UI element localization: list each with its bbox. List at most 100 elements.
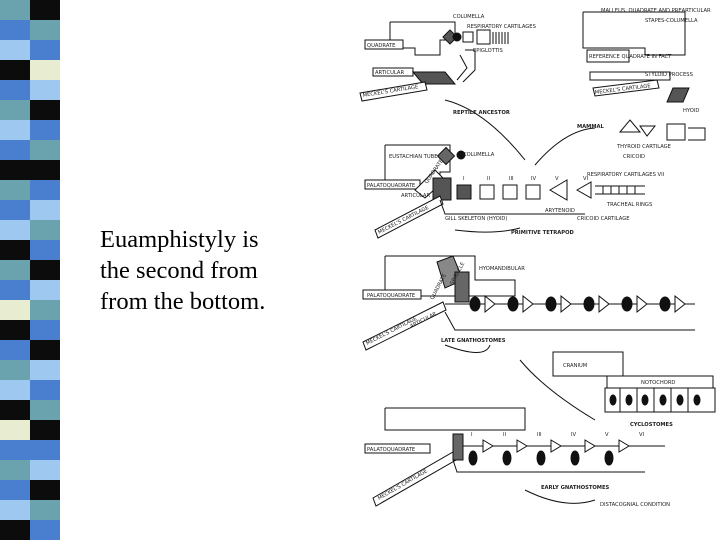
stripe-square: [30, 120, 60, 140]
stripe-square: [0, 480, 30, 500]
stripe-square: [30, 0, 60, 20]
label-thyroid: THYROID CARTILAGE: [616, 144, 671, 150]
stripe-square: [30, 340, 60, 360]
stripe-square: [0, 60, 30, 80]
stripe-square: [0, 380, 30, 400]
arrow-early-to-condition: [524, 489, 596, 504]
label-arytenoid: ARYTENOID: [545, 208, 575, 214]
label-meckels-mid: MECKEL'S CARTILAGE: [377, 205, 430, 236]
stripe-square: [30, 20, 60, 40]
label-columella-mid: COLUMELLA: [463, 152, 495, 158]
top-labels: COLUMELLA RESPIRATORY CARTILAGES QUADRAT…: [362, 8, 711, 160]
label-cricoid-top: CRICOID: [623, 154, 645, 160]
label-respiratory-top: RESPIRATORY CARTILAGES: [467, 24, 536, 30]
reptile-ancestor-skull: [359, 21, 509, 102]
decorative-stripe: [0, 0, 60, 540]
label-early-gnathostomes: EARLY GNATHOSTOMES: [541, 485, 610, 491]
label-gill-skeleton: GILL SKELETON (HYOID): [445, 216, 507, 222]
caption: Euamphistyly is the second from from the…: [100, 224, 340, 317]
label-styloid: STYLOID PROCESS: [645, 72, 693, 78]
stripe-square: [30, 280, 60, 300]
label-mammal: MAMMAL: [577, 124, 605, 130]
cyclostome-gill-slits: [609, 394, 701, 406]
early-gnathostome-skull: [364, 407, 665, 507]
stripe-square: [30, 440, 60, 460]
primitive-tetrapod-skull: [364, 144, 645, 239]
label-reptile-ancestor: REPTILE ANCESTOR: [453, 110, 510, 116]
numeral-i-bottom: I: [471, 432, 473, 438]
label-epiglottis: EPIGLOTTIS: [473, 48, 503, 54]
mammal-skull: [582, 11, 706, 141]
label-palatoquadrate-mid: PALATOQUADRATE: [367, 183, 415, 189]
arrow-reptile-to-tetrapod: [444, 99, 526, 161]
stripe-square: [30, 180, 60, 200]
numeral-iii-bottom: III: [537, 432, 542, 438]
stripe-square: [30, 380, 60, 400]
label-primitive-tetrapod: PRIMITIVE TETRAPOD: [511, 230, 574, 236]
stripe-square: [0, 100, 30, 120]
stripe-square: [0, 120, 30, 140]
stripe-square: [0, 220, 30, 240]
stripe-square: [0, 320, 30, 340]
stripe-square: [0, 140, 30, 160]
jaw-evolution-diagram: COLUMELLA RESPIRATORY CARTILAGES QUADRAT…: [359, 8, 716, 508]
stripe-square: [0, 20, 30, 40]
numeral-v-bottom: V: [605, 432, 609, 438]
stripe-square: [30, 40, 60, 60]
stripe-square: [0, 160, 30, 180]
stripe-square: [0, 420, 30, 440]
label-cricoid-mid: CRICOID CARTILAGE: [577, 216, 630, 222]
early-gnathostome-gill-slits: [468, 450, 614, 466]
stripe-square: [0, 360, 30, 380]
label-meckels-bottom: MECKEL'S CARTILAGE: [377, 468, 429, 501]
label-malleus: MALLEUS, QUADRATE AND PREARTICULAR: [601, 8, 711, 14]
stripe-square: [30, 300, 60, 320]
label-agnathan-condition: DISTACOGNIAL CONDITION: [600, 502, 670, 508]
stripe-square: [0, 40, 30, 60]
caption-line-3: from the bottom.: [100, 288, 266, 315]
stripe-square: [0, 460, 30, 480]
stripe-square: [30, 200, 60, 220]
label-cyclostomes: CYCLOSTOMES: [630, 422, 673, 428]
stripe-square: [30, 460, 60, 480]
stripe-square: [0, 440, 30, 460]
numeral-i-mid: I: [463, 176, 465, 182]
label-columella-top: COLUMELLA: [453, 14, 485, 20]
stripe-square: [0, 200, 30, 220]
label-articular-mid: ARTICULAR: [401, 193, 430, 199]
arrow-to-primitive-tetrapod: [454, 227, 521, 233]
label-palatoquadrate-low: PALATOQUADRATE: [367, 293, 415, 299]
stripe-square: [30, 500, 60, 520]
stripe-square: [30, 60, 60, 80]
numeral-vi-mid: VI: [583, 176, 589, 182]
arrow-late-gnathostomes: [444, 344, 491, 353]
label-reference-quadrate: REFERENCE QUADRATE IN FACT: [589, 54, 672, 60]
arrow-cyclostome-to-gnathostome: [519, 359, 596, 421]
stripe-square: [0, 340, 30, 360]
stripe-square: [30, 480, 60, 500]
late-gnathostome-skull: [362, 255, 695, 351]
label-hyomandibular: HYOMANDIBULAR: [479, 266, 525, 272]
label-articular-top: ARTICULAR: [375, 70, 404, 76]
label-meckels-low: MECKEL'S CARTILAGE: [365, 316, 418, 347]
caption-line-1: Euamphistyly is: [100, 226, 259, 253]
numeral-vi-bottom: VI: [639, 432, 645, 438]
numeral-ii-mid: II: [487, 176, 491, 182]
stripe-square: [30, 400, 60, 420]
label-hyoid: HYOID: [683, 108, 699, 114]
numeral-v-mid: V: [555, 176, 559, 182]
stripe-square: [30, 160, 60, 180]
stripe-square: [30, 260, 60, 280]
numeral-iii-mid: III: [509, 176, 514, 182]
stripe-square: [0, 260, 30, 280]
cyclostome-skull: [552, 351, 716, 413]
stripe-square: [0, 180, 30, 200]
arrow-mammal-to-tetrapod: [534, 127, 596, 166]
gill-arch-numerals: I II III IV V VI I II III IV V VI: [463, 176, 645, 438]
stripe-square: [30, 320, 60, 340]
caption-line-2: the second from: [100, 257, 258, 284]
numeral-ii-bottom: II: [503, 432, 507, 438]
stripe-square: [0, 80, 30, 100]
stripe-square: [0, 520, 30, 540]
stripe-square: [0, 240, 30, 260]
